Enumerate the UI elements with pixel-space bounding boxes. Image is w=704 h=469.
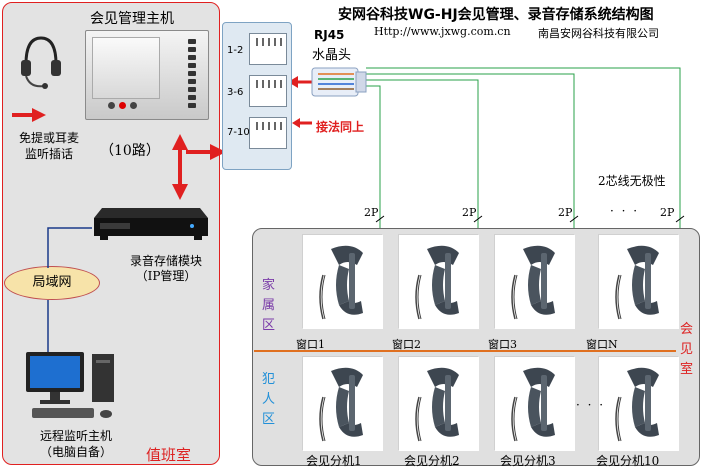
prisoner-handset-icon (494, 356, 575, 451)
duty-room-label: 值班室 (146, 446, 192, 464)
host-title: 会见管理主机 (90, 11, 174, 27)
pair-label: 2P (660, 206, 675, 219)
meeting-host-device (85, 30, 209, 120)
window-label: 窗口2 (392, 338, 421, 351)
pair-label: 2P (558, 206, 573, 219)
prisoner-handset-icon (302, 356, 383, 451)
crystal-head-label: 水晶头 (312, 48, 352, 63)
rj45-port (249, 117, 287, 149)
extension-ellipsis: · · · (576, 398, 606, 412)
wire-type-label: 2芯线无极性 (598, 174, 666, 188)
prisoner-handset-icon (398, 356, 479, 451)
prisoner-handset-icon (598, 356, 679, 451)
family-handset-icon (494, 234, 575, 329)
rj45-plug-icon (311, 67, 367, 97)
computer-icon (26, 352, 114, 418)
family-handset-icon (598, 234, 679, 329)
connect-same-note: 接法同上 (316, 120, 365, 134)
port-label: 7-10 (227, 127, 250, 138)
recorder-label: 录音存储模块 （IP管理） (129, 254, 202, 283)
host-buttons (108, 102, 137, 109)
red-arrow-icon (12, 108, 46, 122)
headset-label: 免提或耳麦 监听插话 (18, 131, 79, 161)
zone-divider (254, 350, 676, 352)
host-channel-keys (188, 39, 198, 111)
extension-label: 会见分机3 (500, 454, 556, 468)
extension-label: 会见分机1 (306, 454, 362, 468)
extension-label: 会见分机2 (404, 454, 460, 468)
family-handset-icon (398, 234, 479, 329)
port-label: 1-2 (227, 45, 244, 56)
diagram-title: 安网谷科技WG-HJ会见管理、录音存储系统结构图 (338, 7, 654, 23)
extension-label: 会见分机10 (596, 454, 660, 468)
port-label: 3-6 (227, 87, 244, 98)
company-name: 南昌安网谷科技有限公司 (538, 27, 659, 40)
window-label: 窗口1 (296, 338, 325, 351)
host-front-panel (92, 37, 160, 99)
remote-monitor-label: 远程监听主机 （电脑自备） (39, 429, 112, 459)
meeting-room-label: 会见室 (680, 322, 694, 377)
rj45-port (249, 33, 287, 65)
pair-label: 2P (364, 206, 379, 219)
recorder-device-icon (94, 208, 208, 240)
headset-icon (21, 36, 61, 89)
window-label: 窗口3 (488, 338, 517, 351)
rj45-port (249, 75, 287, 107)
rj45-label: RJ45 (314, 28, 345, 42)
lan-node: 局域网 (4, 266, 100, 300)
connector-panel: 1-2 3-6 7-10 (222, 22, 292, 170)
website-url[interactable]: Http://www.jxwg.com.cn (374, 25, 511, 38)
wire-ellipsis: · · · (610, 204, 640, 218)
window-label: 窗口N (586, 338, 618, 351)
pair-label: 2P (462, 206, 477, 219)
family-zone-label: 家属区 (262, 278, 276, 333)
family-handset-icon (302, 234, 383, 329)
prisoner-zone-label: 犯人区 (262, 372, 276, 427)
host-channel-count: （10路） (100, 143, 160, 159)
